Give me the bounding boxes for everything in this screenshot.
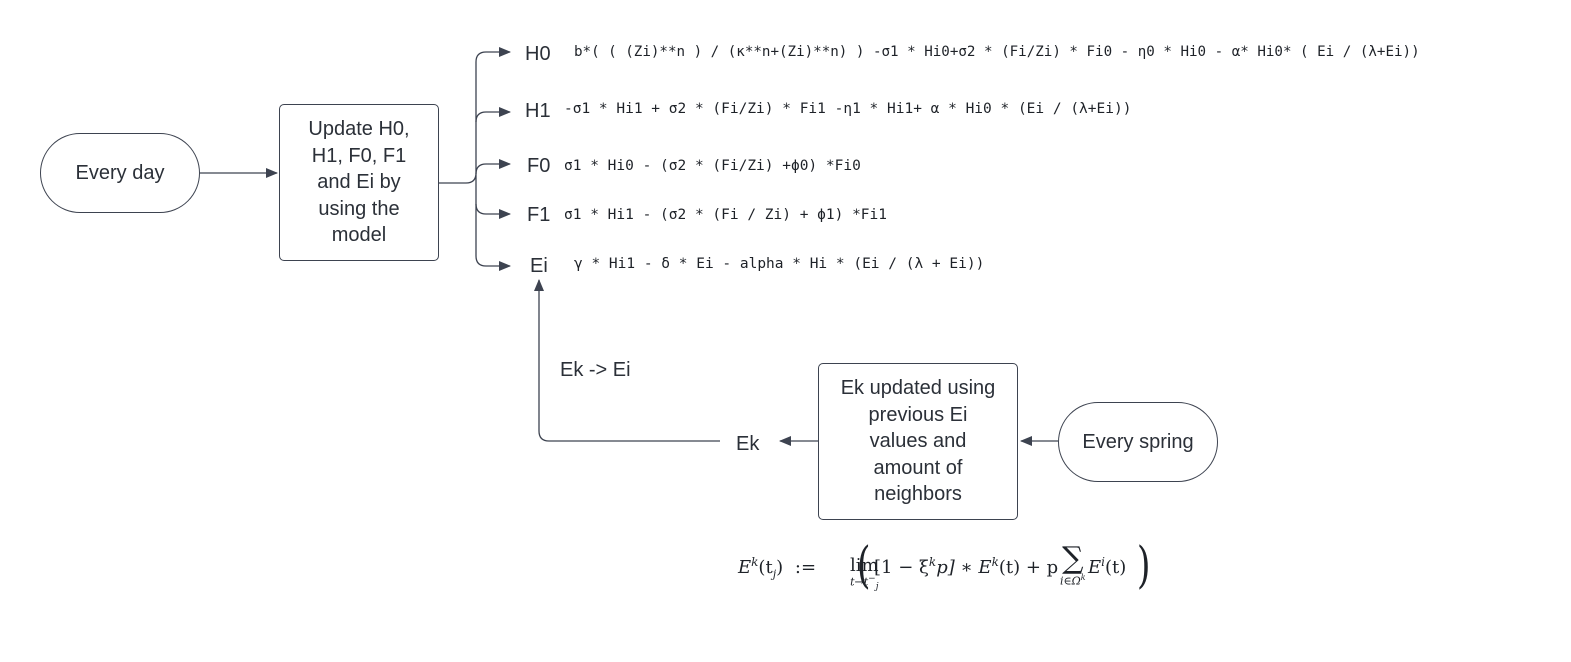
equation-f0: σ1 * Hi0 - (σ2 * (Fi/Zi) +ϕ0) *Fi0 [564,158,861,174]
var-ei: Ei [530,255,548,277]
update-model-line-1: Update H0, [308,118,410,141]
edge-fanout-vertical [465,51,487,267]
formula-ek-sup: k [991,555,999,569]
formula-lhs-sup: k [751,555,759,569]
equation-h1: -σ1 * Hi1 + σ2 * (Fi/Zi) * Fi1 -η1 * Hi1… [564,101,1132,117]
formula-close-paren: ) [1136,536,1151,594]
formula-lhs-arg: (t [758,557,773,578]
formula-lhs-close: ) [776,557,784,578]
edge-to-h1 [475,107,511,123]
equation-f1: σ1 * Hi1 - (σ2 * (Fi / Zi) + ϕ1) *Fi1 [564,207,888,223]
every-day-node: Every day [40,133,200,213]
update-model-line-5: model [331,224,387,247]
ek-update-line-4: amount of [873,456,963,479]
formula-bracket: [1 − ξ [874,557,929,578]
edge-to-f1 [475,203,511,219]
formula-lim: lim [850,555,879,576]
formula-sum-sub: i∈Ω [1060,574,1081,588]
ek-update-line-1: Ek updated using [840,377,996,400]
formula-sum-sub-sup: k [1080,573,1086,582]
var-h0: H0 [525,43,551,65]
formula-ei-term: E [1088,557,1102,578]
update-model-line-4: using the [318,197,400,220]
var-h1: H1 [525,100,551,122]
every-spring-node: Every spring [1058,402,1218,482]
formula-ei-arg: (t) [1104,557,1127,578]
formula-open-paren: ( [856,536,871,594]
ek-update-line-5: neighbors [874,483,962,506]
formula-ek-arg: (t) + p [998,557,1059,578]
formula-lim-sub-sup: − [868,574,876,584]
formula-lhs-arg-sub: j [772,567,777,581]
equation-h0: b*( ( (Zi)**n ) / (κ**n+(Zi)**n) ) -σ1 *… [574,44,1420,60]
formula-ei-sup: i [1101,555,1105,569]
var-f0: F0 [527,155,551,177]
ek-update-node: Ek updated using previous Ei values and … [818,363,1018,520]
formula-bracket-rest: p] ∗ E [936,557,992,578]
edge-label-ek-to-ei: Ek -> Ei [560,359,631,381]
update-model-node: Update H0, H1, F0, F1 and Ei by using th… [279,104,439,261]
var-ek: Ek [736,433,760,455]
formula-lim-sub-sub: j [875,581,879,592]
every-spring-label: Every spring [1082,430,1194,453]
edge-to-f0 [475,159,511,175]
equation-ei: γ * Hi1 - δ * Ei - alpha * Hi * (Ei / (λ… [574,256,985,272]
formula-assign: := [794,557,817,578]
every-day-label: Every day [75,161,165,184]
update-model-line-2: H1, F0, F1 [311,144,407,167]
formula-lhs: E [738,557,752,578]
update-model-line-3: and Ei by [317,171,401,194]
formula-xi-sup: k [928,555,937,569]
ek-update-line-2: previous Ei [868,403,968,426]
formula-sum: ∑ [1062,541,1084,576]
ek-update-line-3: values and [869,430,967,453]
var-f1: F1 [527,204,551,226]
edge-ek-ei [534,279,720,442]
formula-lim-sub: t→t [850,575,869,589]
